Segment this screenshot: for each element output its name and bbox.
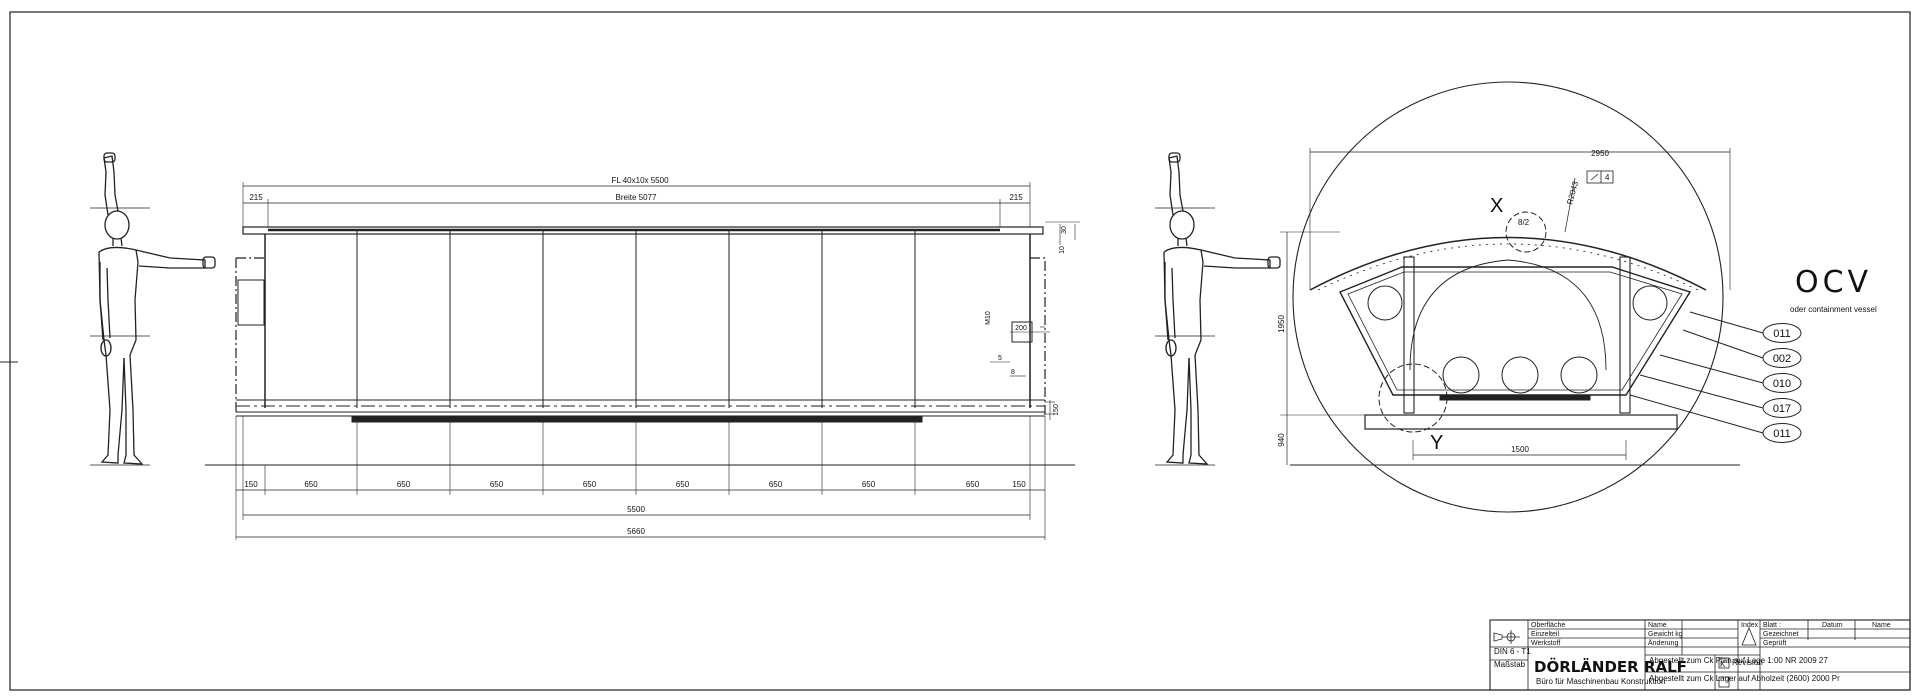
segment-dimension-row: 150 650 650 650 650 650 650 650 650 150 [244,480,1026,489]
dim-base-width: 1500 [1511,445,1529,454]
small-dim-5: 8 [1011,369,1015,376]
title-block [1489,619,1911,691]
segment-dim-9: 150 [1012,480,1026,489]
segment-dim-5: 650 [676,480,690,489]
ocv-title: OCV [1795,265,1872,300]
tb-right-0: Gezeichnet [1763,631,1798,638]
dim-base-height: 940 [1277,433,1286,447]
side-view [205,182,1080,540]
segment-dim-3: 650 [490,480,504,489]
tb-mid-0: Name [1648,622,1667,629]
standard-label: DIN 6 - T1 [1494,647,1531,656]
callout-bubble-3 [1762,398,1802,418]
part-callouts: 011 002 010 017 011 [1762,323,1802,443]
tb-head-3: Name [1872,622,1891,629]
dim-height: 1950 [1277,315,1286,333]
tb-right-1: Geprüft [1763,640,1786,647]
segment-dim-0: 150 [244,480,258,489]
human-figure-left [90,152,216,466]
dim-width: 2950 [1591,149,1609,158]
company-subtitle: Büro für Maschinenbau Konstruktion [1536,677,1665,686]
detail-y-label: Y [1430,432,1443,454]
dim-overall: 5660 [627,527,645,536]
tb-head-2: Datum [1822,622,1843,629]
segment-dim-4: 650 [583,480,597,489]
small-dim-6: 150 [1053,404,1060,416]
segment-dim-6: 650 [769,480,783,489]
callout-label-4: 011 [1773,428,1791,440]
company-name: DÖRLÄNDER RALF [1534,657,1687,676]
dim-bottom-total: 5500 [627,505,645,514]
callout-bubble-0 [1762,323,1802,343]
tb-left-0: Oberfläche [1531,622,1565,629]
gdt-value: 4 [1605,173,1610,182]
dim-left-offset: 215 [249,193,263,202]
k-label: Revision [1732,658,1763,667]
tb-mid-2: Änderung [1648,639,1678,647]
description-2: Abgestellt zum Ck Lager auf Abholzeit (2… [1649,674,1840,683]
tb-head-1: Blatt : [1763,622,1781,629]
tb-head-0: Index [1741,622,1759,629]
dim-right-offset: 215 [1009,193,1023,202]
segment-dim-8: 650 [966,480,980,489]
callout-bubble-4 [1762,423,1802,443]
side-view-dimensions: FL 40x10x 5500 Breite 5077 215 215 150 65… [244,176,1068,536]
callout-label-1: 002 [1773,353,1791,365]
drawing-frame [9,11,1911,691]
tb-left-1: Einzelteil [1531,631,1559,638]
segment-dim-1: 650 [304,480,318,489]
callout-label-2: 010 [1773,378,1791,390]
section-view [1280,81,1764,513]
small-dim-3: 200 [1015,325,1027,332]
segment-dim-2: 650 [397,480,411,489]
title-block-header: Index Blatt : Datum Name [1741,622,1891,629]
detail-x-ref: 8/2 [1518,218,1530,227]
ocv-subtitle: oder containment vessel [1790,305,1877,314]
k-mark: K [1720,660,1726,669]
callout-bubble-1 [1762,348,1802,368]
small-dim-4: 5 [998,355,1002,362]
dim-flat-bar: FL 40x10x 5500 [611,176,669,185]
callout-label-3: 017 [1773,403,1791,415]
small-dim-1: 10 [1059,246,1066,254]
detail-x-label: X [1490,195,1503,217]
callout-label-0: 011 [1773,328,1791,340]
scale-label: Maßstab [1494,660,1526,669]
section-view-text: OCV oder containment vessel X 8/2 Y 2950… [1277,149,1877,454]
human-figure-right [1155,152,1281,466]
dim-radius: R2043 [1565,180,1580,206]
small-dim-0: 30 [1061,226,1068,234]
dim-inner-width: Breite 5077 [616,193,657,202]
callout-bubble-2 [1762,373,1802,393]
description-1: Abgestellt zum Ck Plan auf Lage 1:00 NR … [1649,656,1828,665]
tb-mid-1: Gewicht kg [1648,631,1683,638]
tb-left-2: Werkstoff [1531,640,1560,647]
small-dim-2: M10 [985,311,992,325]
segment-dim-7: 650 [862,480,876,489]
